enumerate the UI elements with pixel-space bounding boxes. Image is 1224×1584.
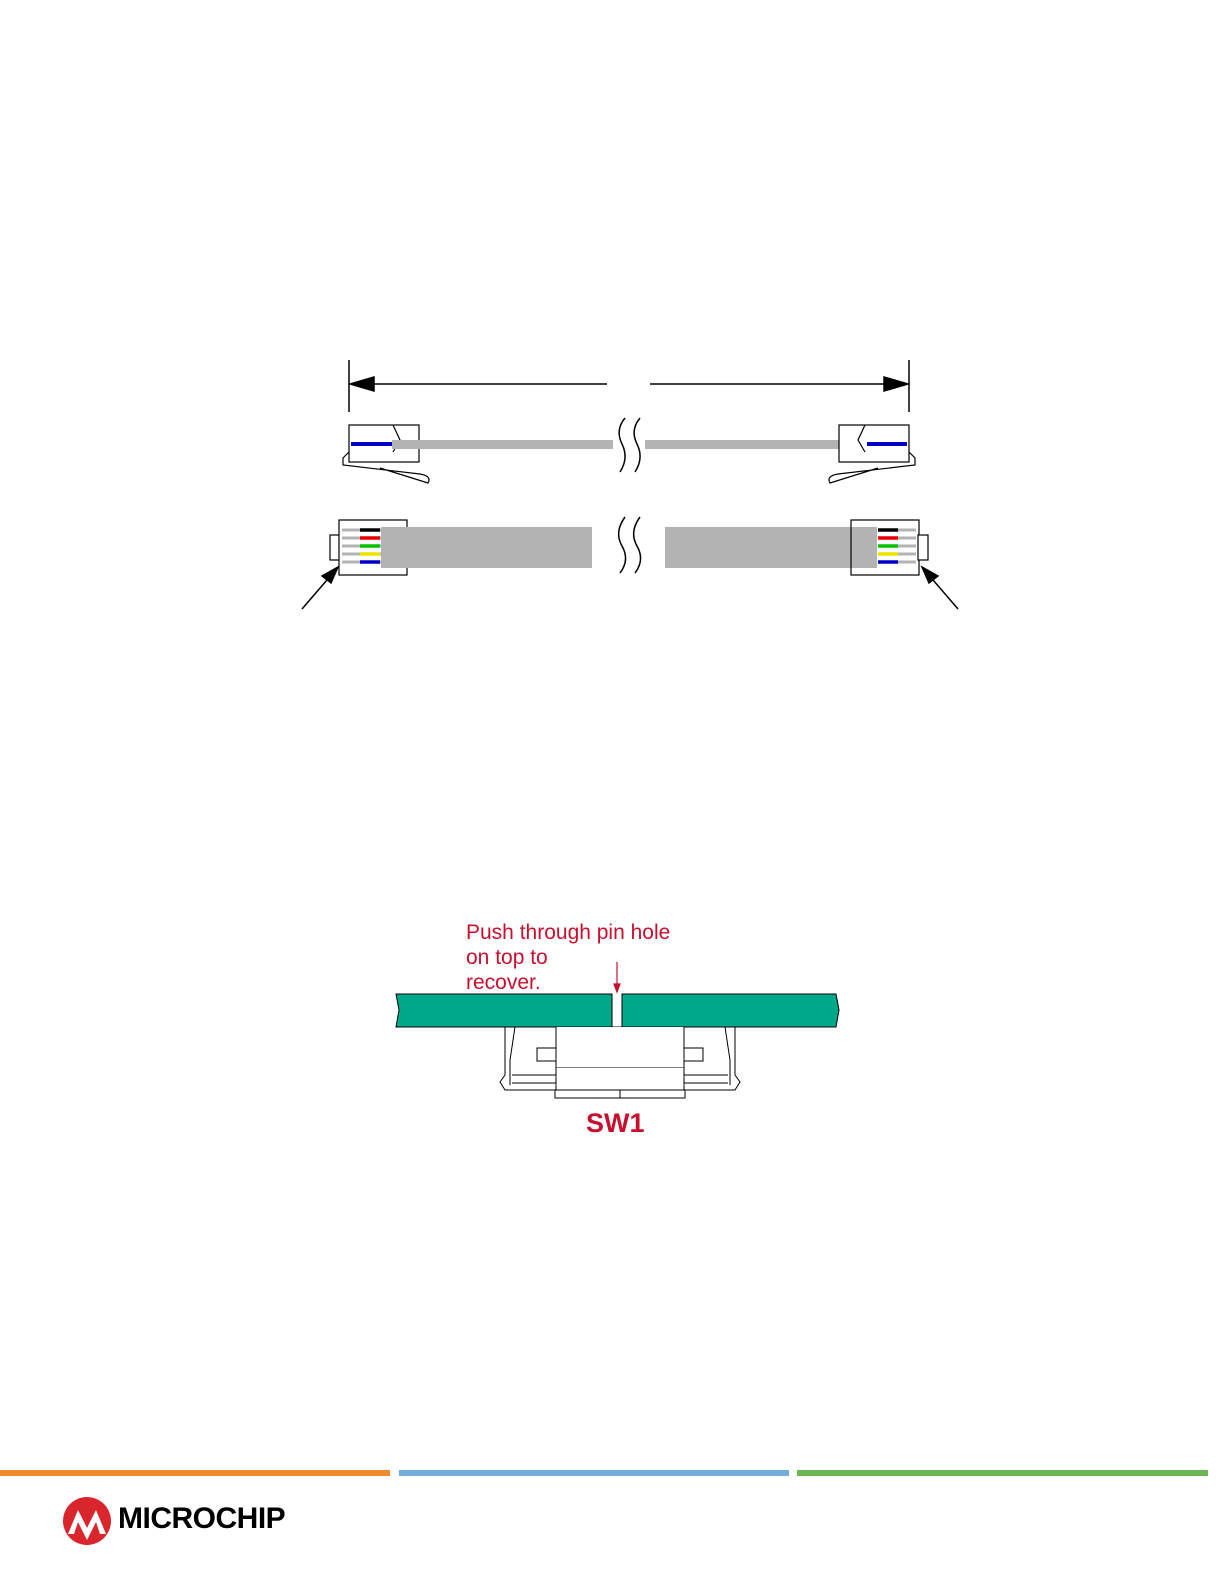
pcb-board-right bbox=[622, 994, 839, 1027]
annotation-line-2: on top to bbox=[466, 945, 706, 970]
switch-diagram bbox=[0, 0, 1224, 1200]
microchip-logo: MICROCHIP bbox=[60, 1496, 114, 1544]
pcb-board-left bbox=[396, 994, 612, 1027]
microchip-wordmark: MICROCHIP bbox=[118, 1502, 285, 1536]
annotation-line-3: recover. bbox=[466, 970, 706, 995]
switch-label: SW1 bbox=[586, 1108, 645, 1139]
footer-bar-blue bbox=[399, 1470, 789, 1476]
footer-bar-orange bbox=[0, 1470, 390, 1476]
pin-hole-annotation: Push through pin hole on top to recover. bbox=[466, 920, 706, 995]
microchip-logo-icon bbox=[60, 1496, 114, 1546]
switch-body bbox=[500, 1027, 740, 1098]
annotation-line-1: Push through pin hole bbox=[466, 920, 706, 945]
footer-bar-green bbox=[797, 1470, 1208, 1476]
